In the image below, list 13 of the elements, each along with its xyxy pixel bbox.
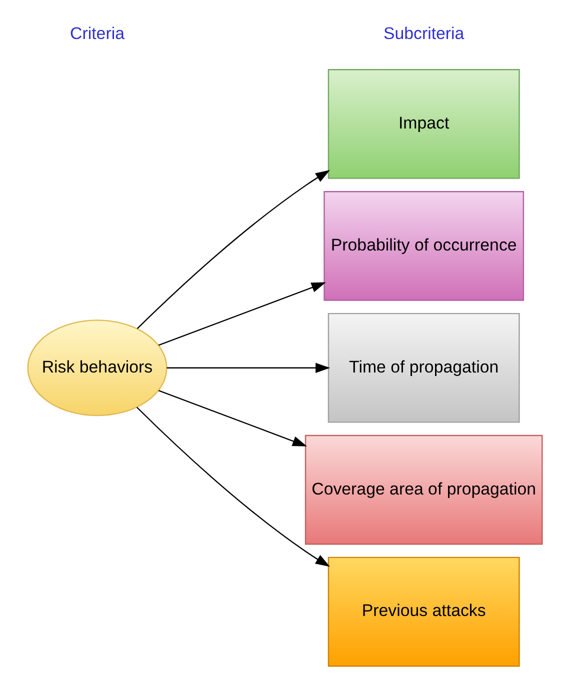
arrow <box>136 406 330 567</box>
node-box: Time of propagation <box>328 312 520 423</box>
node-ellipse: Risk behaviors <box>27 320 168 416</box>
node-box: Coverage area of propagation <box>304 434 543 545</box>
arrow <box>158 282 326 346</box>
label: Subcriteria <box>383 24 464 44</box>
label: Criteria <box>70 24 124 44</box>
arrow <box>166 362 330 373</box>
node-box: Impact <box>328 69 520 179</box>
arrow <box>158 390 308 446</box>
node-box: Previous attacks <box>328 556 520 667</box>
arrow <box>136 170 330 329</box>
node-box: Probability of occurrence <box>324 191 524 301</box>
